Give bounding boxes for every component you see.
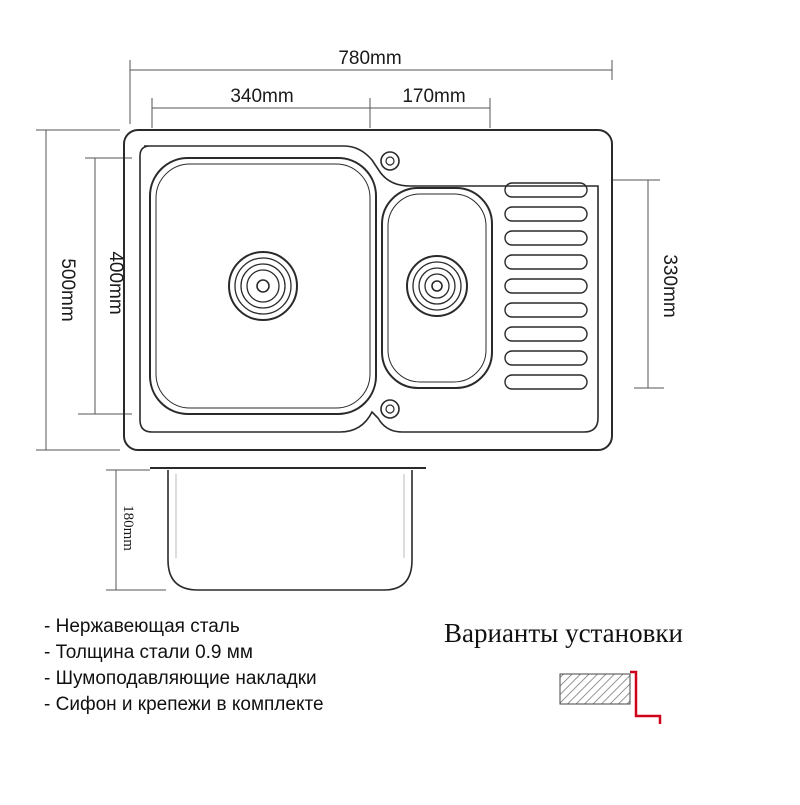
small-drain	[406, 255, 468, 317]
installation-title: Варианты установки	[444, 618, 683, 648]
dimension-total-width	[129, 60, 613, 124]
drainboard-ribs	[504, 182, 588, 390]
feature-item: - Нержавеющая сталь	[44, 616, 240, 637]
drainboard-rib	[504, 350, 588, 366]
feature-item: - Шумоподавляющие накладки	[44, 668, 317, 689]
faucet-hole-center	[385, 156, 395, 166]
main-bowl	[149, 157, 377, 415]
label-small-bowl-depth: 330mm	[659, 254, 680, 317]
drain-center	[256, 279, 270, 293]
drainboard-rib	[504, 254, 588, 270]
feature-item: - Сифон и крепежи в комплекте	[44, 694, 324, 715]
faucet-hole-ring	[380, 151, 400, 171]
dimension-total-depth	[36, 129, 120, 451]
drain-ring	[228, 251, 298, 321]
drain-ring	[240, 263, 286, 309]
overflow-hole-center	[385, 404, 395, 414]
overflow-hole-ring	[380, 399, 400, 419]
sink-outer-rim	[123, 129, 613, 451]
drainboard-rib	[504, 326, 588, 342]
drain-ring	[412, 261, 462, 311]
feature-item: - Толщина стали 0.9 мм	[44, 642, 253, 663]
label-total-width: 780mm	[338, 48, 401, 69]
label-small-bowl-width: 170mm	[402, 86, 465, 107]
drain-ring	[424, 273, 450, 299]
drainboard-rib	[504, 182, 588, 198]
label-bowl-width: 340mm	[230, 86, 293, 107]
dimension-bowl-widths	[151, 98, 491, 128]
sink-profile-line	[630, 670, 662, 724]
sink-side-view	[150, 467, 426, 591]
drainboard-rib	[504, 302, 588, 318]
flush-mount-icon	[559, 670, 662, 724]
small-bowl	[381, 187, 493, 389]
drain-ring	[246, 269, 280, 303]
drain-ring	[234, 257, 292, 315]
side-view-bowl	[167, 470, 413, 591]
dimension-bowl-height	[106, 469, 166, 591]
label-bowl-height: 180mm	[120, 505, 136, 551]
drainboard-rib	[504, 230, 588, 246]
countertop-hatch	[559, 673, 631, 705]
drainboard-rib	[504, 374, 588, 390]
label-bowl-depth: 400mm	[105, 251, 126, 314]
label-total-depth: 500mm	[57, 258, 78, 321]
drain-ring	[418, 267, 456, 305]
feature-list: - Нержавеющая сталь - Толщина стали 0.9 …	[44, 614, 444, 718]
small-bowl-inner-edge	[387, 193, 487, 383]
sink-top-view	[123, 129, 613, 451]
drain-ring	[406, 255, 468, 317]
sink-deck-outline	[139, 145, 599, 433]
faucet-hole-top	[380, 151, 400, 171]
dimension-small-bowl-depth	[612, 179, 664, 389]
drain-center	[431, 280, 443, 292]
overflow-hole-bottom	[380, 399, 400, 419]
drainboard-rib	[504, 278, 588, 294]
main-bowl-inner-edge	[155, 163, 371, 409]
main-drain	[228, 251, 298, 321]
drainboard-rib	[504, 206, 588, 222]
